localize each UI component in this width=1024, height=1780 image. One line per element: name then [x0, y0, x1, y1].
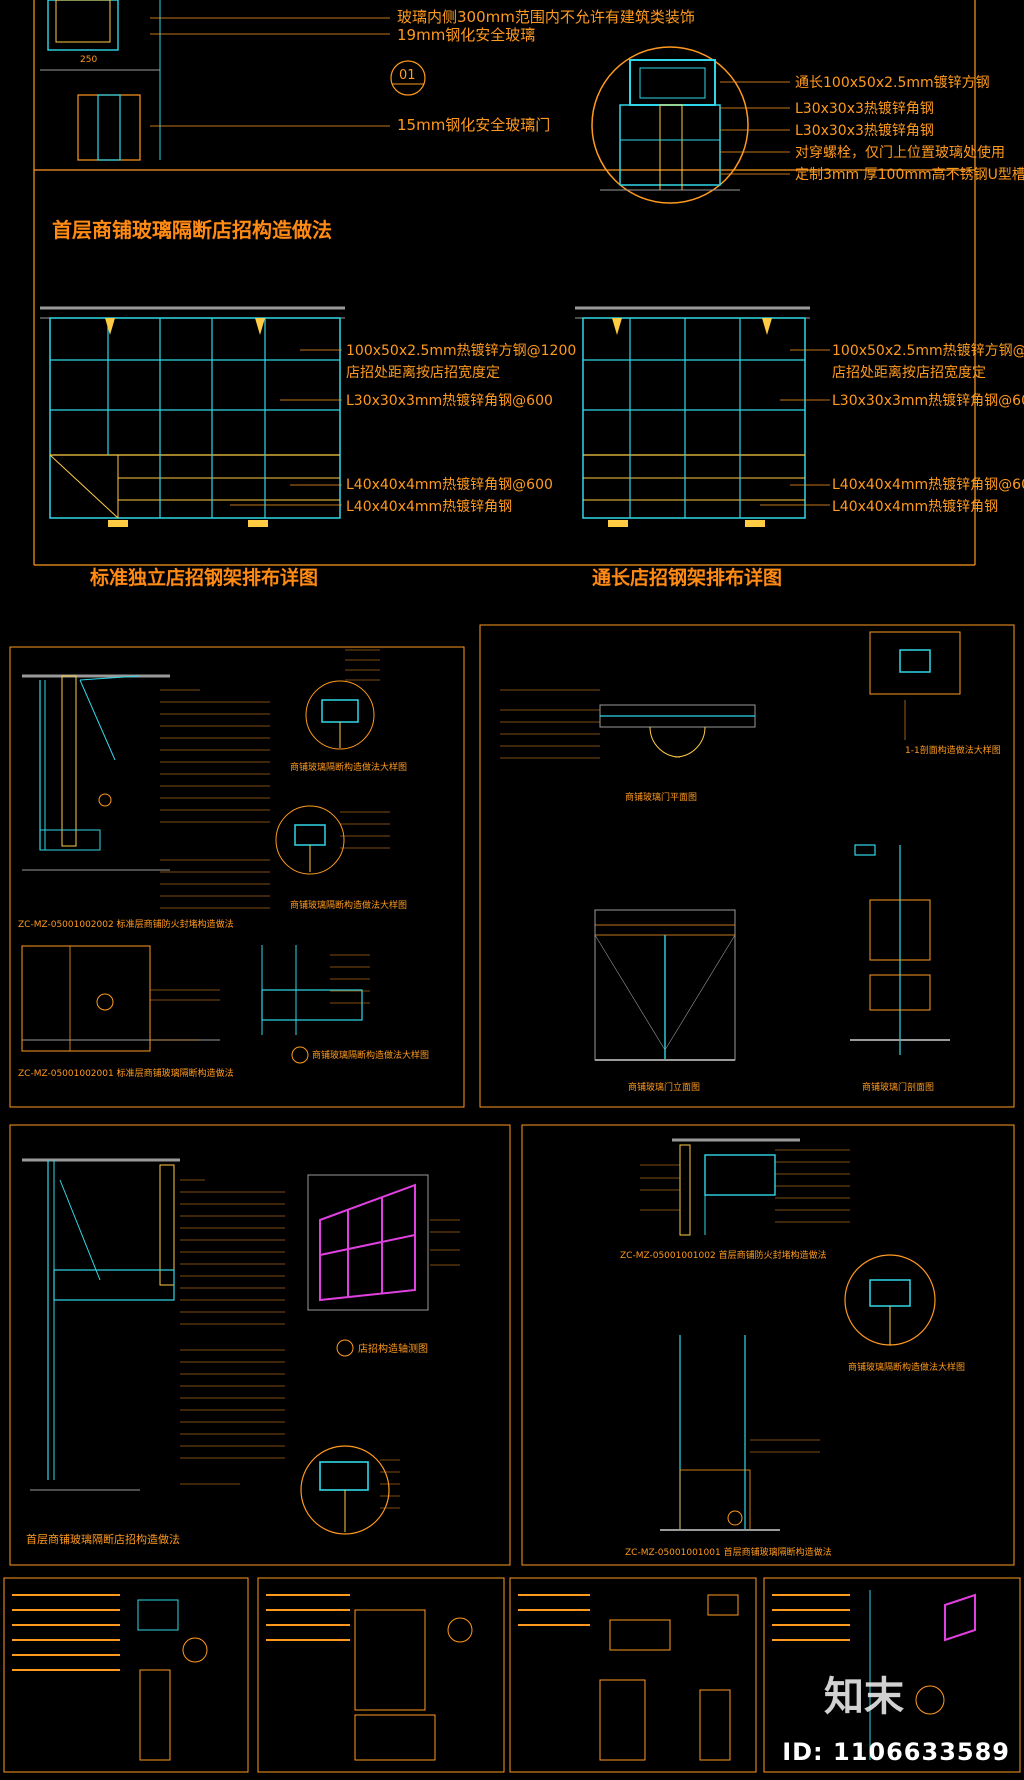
detail-a-note-2: L30x30x3热镀锌角钢: [795, 100, 934, 117]
frame-right-note-1: 100x50x2.5mm热镀锌方钢@1200: [832, 342, 1024, 359]
svg-text:01: 01: [399, 68, 416, 83]
caption-d-right-2: 商铺玻璃隔断构造做法大样图: [848, 1361, 965, 1373]
caption-axonometric: 店招构造轴测图: [358, 1342, 428, 1355]
frame-left-note-5: L40x40x4mm热镀锌角钢: [346, 498, 512, 515]
title-continuous-frame: 通长店招钢架排布详图: [592, 566, 782, 589]
caption-d-left: 首层商铺玻璃隔断店招构造做法: [26, 1532, 180, 1546]
door-section-c: [850, 844, 950, 1055]
circle-detail-a: [591, 46, 749, 204]
door-plan-c: [500, 689, 756, 759]
section-d: 首层商铺玻璃隔断店招构造做法 店招构造轴测图: [9, 1124, 1015, 1566]
wall-elev-c2: [21, 945, 220, 1052]
caption-c-detail-1: 商铺玻璃隔断构造做法大样图: [290, 761, 407, 773]
glass-elev-d3: [660, 1335, 820, 1531]
circle-detail-c1: [305, 649, 380, 750]
frame-right-leaders: [760, 349, 830, 506]
caption-c-left-1: ZC-MZ-05001002002 标准层商铺防火封堵构造做法: [18, 918, 234, 930]
circle-detail-c2: [275, 805, 390, 875]
thumb-sheet-4: [763, 1577, 1021, 1773]
title-standard-frame: 标准独立店招钢架排布详图: [90, 566, 318, 589]
circle-detail-d2: [844, 1254, 936, 1346]
dim-250: 250: [80, 55, 97, 65]
frame-left: [40, 306, 345, 527]
frame-right-note-2: 店招处距离按店招宽度定: [832, 364, 986, 381]
detail-a-note-5: 定制3mm 厚100mm高不锈钢U型槽: [795, 166, 1024, 183]
frame-right-note-5: L40x40x4mm热镀锌角钢: [832, 498, 998, 515]
caption-c-detail-2: 商铺玻璃隔断构造做法大样图: [290, 899, 407, 911]
section-c: ZC-MZ-05001002002 标准层商铺防火封堵构造做法 ZC-MZ-05…: [9, 624, 1015, 1108]
caption-c-left-2: ZC-MZ-05001002001 标准层商铺玻璃隔断构造做法: [18, 1067, 234, 1079]
caption-d-right-3: ZC-MZ-05001001001 首层商铺玻璃隔断构造做法: [625, 1546, 832, 1558]
glass-detail-left: 250: [40, 0, 161, 161]
note-glass-300: 玻璃内侧300mm范围内不允许有建筑类装饰: [397, 8, 695, 26]
section-b: 100x50x2.5mm热镀锌方钢@1200 店招处距离按店招宽度定 L30x3…: [40, 306, 1024, 589]
detail-a-note-1: 通长100x50x2.5mm镀锌方钢: [795, 74, 990, 91]
watermark-id: ID: 1106633589: [782, 1738, 1010, 1766]
detail-a-note-3: L30x30x3热镀锌角钢: [795, 122, 934, 139]
thumb-sheet-2: [257, 1577, 505, 1773]
frame-left-note-3: L30x30x3mm热镀锌角钢@600: [346, 392, 553, 409]
note-glass-door-15: 15mm钢化安全玻璃门: [397, 116, 550, 134]
frame-right-note-3: L30x30x3mm热镀锌角钢@600: [832, 392, 1024, 409]
wall-section-d1-notes: [180, 1179, 285, 1485]
frame-left-note-2: 店招处距离按店招宽度定: [346, 364, 500, 381]
watermark-logo: 知末: [824, 1674, 904, 1720]
axonometric-sign-frame: [307, 1174, 460, 1357]
wall-section-d1: [22, 1158, 180, 1491]
caption-door-plan: 商铺玻璃门平面图: [625, 791, 697, 803]
caption-d-right-1: ZC-MZ-05001001002 首层商铺防火封堵构造做法: [620, 1249, 827, 1261]
note-glass-19: 19mm钢化安全玻璃: [397, 26, 535, 44]
detail-a-note-4: 对穿螺栓，仅门上位置玻璃处使用: [795, 144, 1005, 161]
wall-section-c1-notes: [160, 689, 270, 909]
frame-right-note-4: L40x40x4mm热镀锌角钢@600: [832, 476, 1024, 493]
section-a: 250 玻璃内侧300mm范围内不允许有建筑类装饰 19mm钢化安全玻璃 15m…: [33, 0, 1024, 566]
thumb-sheet-3: [509, 1577, 757, 1773]
frame-left-note-4: L40x40x4mm热镀锌角钢@600: [346, 476, 553, 493]
caption-c-detail-3: 商铺玻璃隔断构造做法大样图: [312, 1049, 429, 1061]
marker-01: 01: [390, 60, 426, 96]
thumb-sheet-1: [3, 1577, 249, 1773]
glass-section-c3: [261, 945, 370, 1064]
thumbnail-sheets: [3, 1577, 1021, 1773]
frame-right: [575, 306, 810, 527]
frame-left-note-1: 100x50x2.5mm热镀锌方钢@1200: [346, 342, 576, 359]
title-section-a: 首层商铺玻璃隔断店招构造做法: [52, 218, 332, 242]
frame-left-leaders: [230, 349, 342, 506]
one-one-section-c: [869, 631, 961, 740]
caption-door-elev: 商铺玻璃门立面图: [628, 1081, 700, 1093]
door-elevation-c: [594, 909, 736, 1061]
detail-a-leaders: [720, 81, 790, 175]
caption-one-one: 1-1剖面构造做法大样图: [905, 744, 1001, 756]
circle-detail-d1: [300, 1445, 400, 1535]
wall-section-c1: [22, 674, 170, 871]
fire-seal-d2: [640, 1138, 850, 1236]
caption-door-section: 商铺玻璃门剖面图: [862, 1081, 934, 1093]
